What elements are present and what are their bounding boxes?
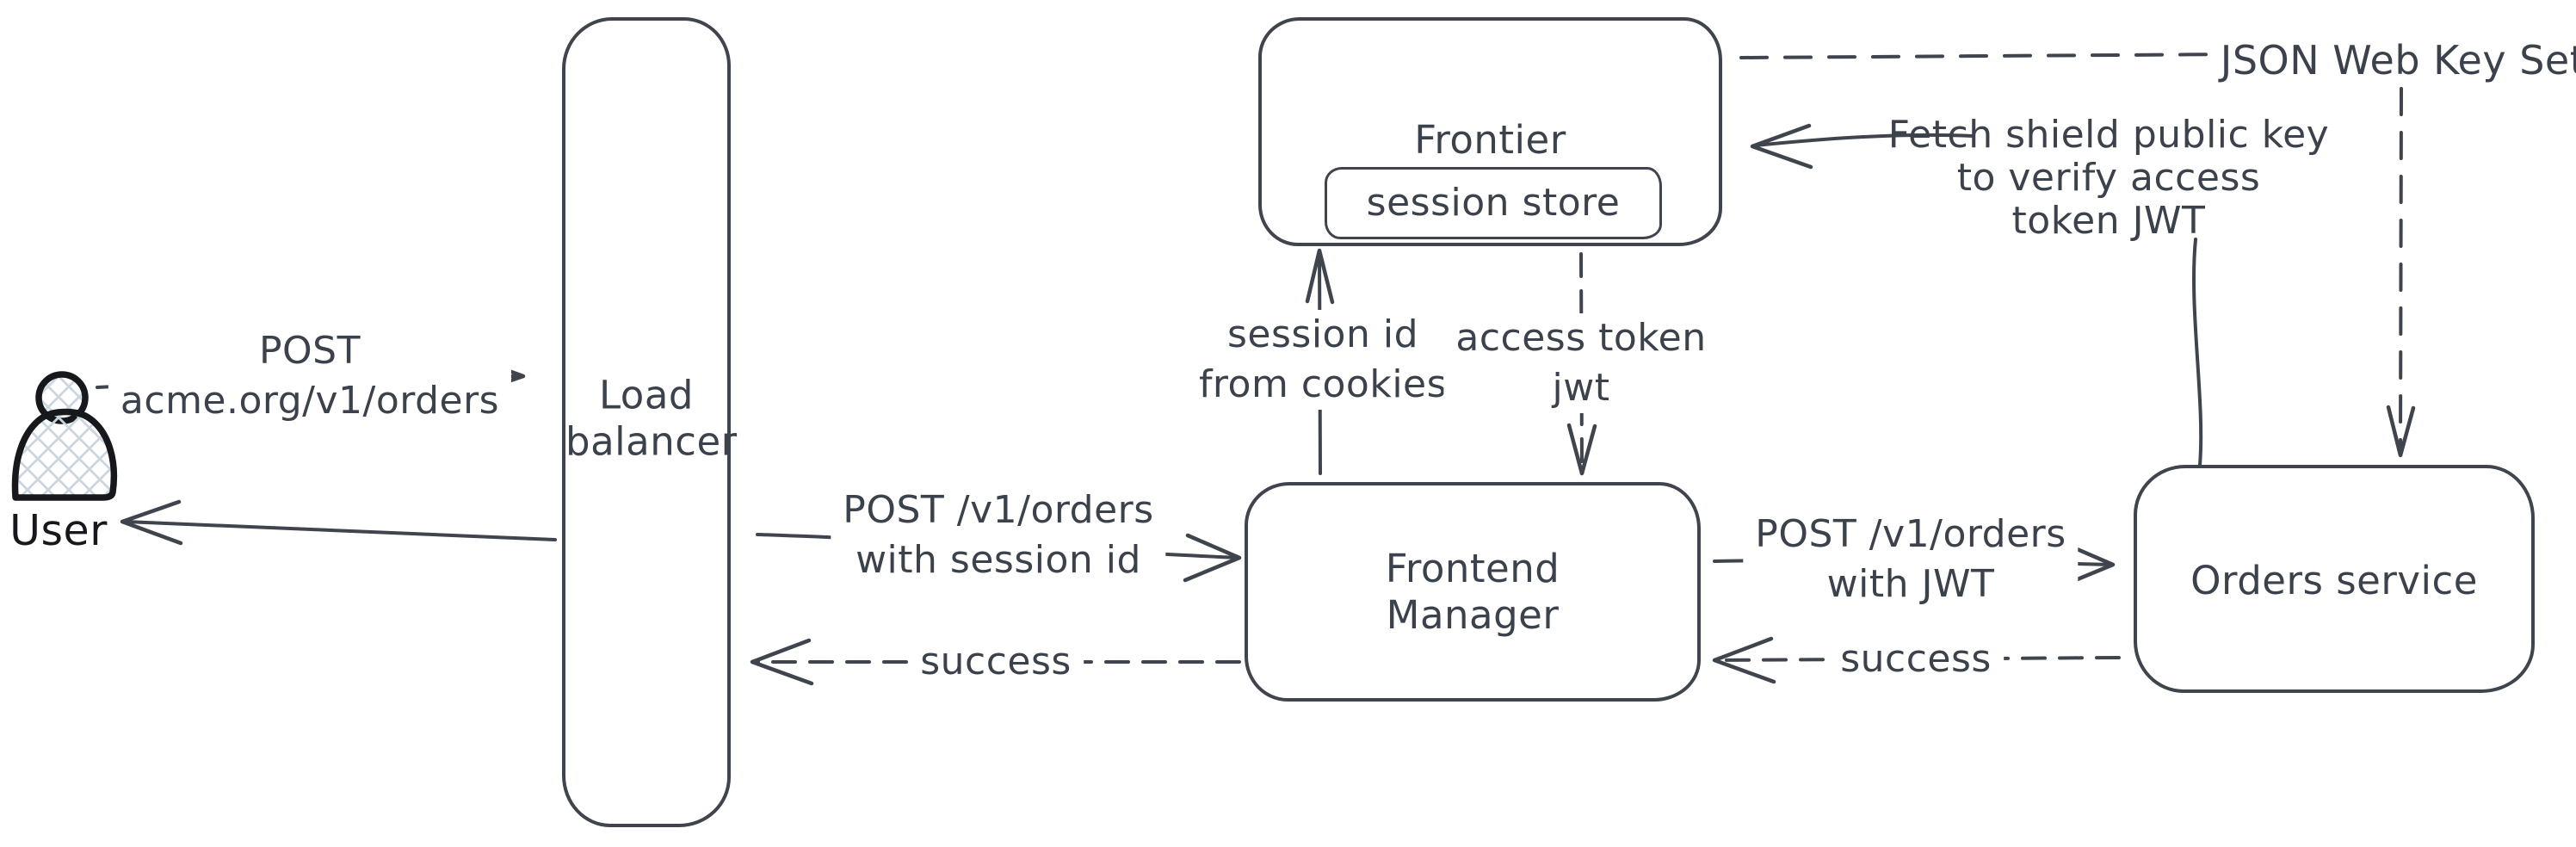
edge-label-post-session-id-line2: with session id	[856, 538, 1141, 582]
load-balancer-label-line1: Load	[599, 372, 694, 418]
edge-label-access-token-jwt-line1: access token	[1455, 316, 1707, 360]
edge-label-session-id-cookies-line1: session id	[1226, 312, 1418, 356]
edge-label-fetch-public-key-line2: to verify access	[1956, 156, 2261, 200]
edge-label-success-right: success	[1828, 634, 2004, 684]
node-load-balancer[interactable]: Load balancer	[562, 17, 738, 827]
node-orders-service[interactable]: Orders service	[2134, 465, 2535, 693]
edge-label-post-session-id: POST /v1/orders with session id	[831, 485, 1166, 585]
edge-label-post-jwt-line2: with JWT	[1826, 562, 1995, 606]
line-fetch-to-orders-curve	[2192, 238, 2203, 467]
arrow-frontier-to-fm-line	[1579, 252, 1584, 473]
arrow-fetch-to-frontier-line	[1754, 133, 1974, 147]
edge-label-jwks: JSON Web Key Set	[2208, 35, 2576, 85]
edge-label-fetch-public-key: Fetch shield public key to verify access…	[1876, 114, 2341, 243]
node-frontend-manager[interactable]: Frontend Manager	[1245, 482, 1701, 702]
user-body-icon	[11, 408, 118, 501]
edge-label-post-acme-line2: acme.org/v1/orders	[120, 379, 500, 423]
line-frontier-to-jwks[interactable]	[1739, 53, 2239, 59]
arrow-frontier-to-fm[interactable]	[1566, 252, 1597, 476]
node-session-store[interactable]: session store	[1325, 167, 1662, 239]
load-balancer-label: Load balancer	[565, 372, 738, 465]
arrow-fm-to-session-store-head	[1305, 248, 1335, 305]
edge-label-success-left: success	[908, 637, 1084, 687]
edge-label-access-token-jwt-line2: jwt	[1552, 366, 1610, 410]
orders-service-label: Orders service	[2190, 557, 2478, 603]
edge-label-session-id-cookies-line2: from cookies	[1198, 362, 1448, 406]
edge-label-session-id-cookies: session id from cookies	[1186, 310, 1460, 410]
edge-label-post-jwt-line1: POST /v1/orders	[1755, 512, 2066, 556]
arrow-jwks-to-orders-line	[2399, 87, 2403, 455]
session-store-label: session store	[1366, 181, 1621, 225]
edge-label-fetch-public-key-line3: token JWT	[2011, 199, 2206, 243]
node-frontier[interactable]: Frontier session store	[1258, 17, 1722, 246]
edge-label-fetch-public-key-line1: Fetch shield public key	[1887, 113, 2330, 157]
arrow-lb-to-user[interactable]	[120, 499, 557, 546]
frontend-manager-label-line1: Frontend	[1385, 545, 1560, 591]
edge-label-post-acme: POST acme.org/v1/orders	[108, 326, 512, 426]
edge-label-post-jwt: POST /v1/orders with JWT	[1743, 510, 2079, 609]
user-icon[interactable]	[7, 366, 153, 512]
arrow-lb-to-user-head	[120, 499, 183, 546]
frontend-manager-label: Frontend Manager	[1248, 546, 1697, 639]
load-balancer-label-line2: balancer	[565, 418, 738, 465]
line-fetch-to-orders[interactable]	[2192, 238, 2203, 467]
arrow-frontier-to-fm-head	[1566, 423, 1597, 476]
frontend-manager-label-line2: Manager	[1386, 591, 1560, 638]
arrow-jwks-to-orders[interactable]	[2386, 87, 2416, 458]
user-label: User	[9, 506, 108, 555]
arrow-fetch-to-frontier[interactable]	[1750, 123, 1974, 170]
arrow-lb-to-user-line	[124, 520, 557, 541]
line-frontier-to-jwks-dash	[1739, 53, 2239, 59]
arrow-fm-to-lb-success-head	[750, 638, 814, 686]
arrow-orders-to-fm-success-head	[1712, 636, 1776, 684]
edge-label-post-acme-line1: POST	[259, 329, 361, 373]
arrow-jwks-to-orders-head	[2386, 405, 2416, 458]
arrow-lb-to-fm-head	[1183, 533, 1242, 583]
arrow-fetch-to-frontier-head	[1750, 123, 1813, 170]
frontier-label: Frontier	[1414, 117, 1566, 163]
edge-label-post-session-id-line1: POST /v1/orders	[843, 488, 1154, 532]
edge-label-access-token-jwt: access token jwt	[1443, 313, 1719, 413]
